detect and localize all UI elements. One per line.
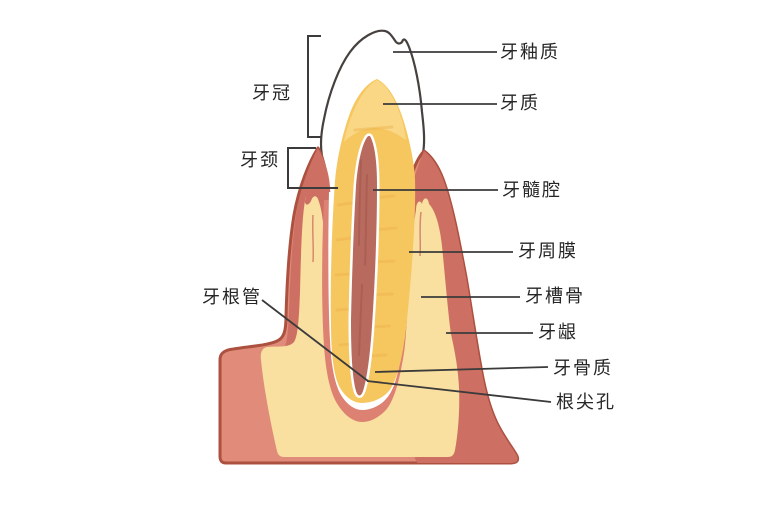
label-lines: [261, 51, 552, 403]
label-gingiva: 牙龈: [538, 322, 578, 343]
neck-box: [287, 147, 338, 189]
line-cementum: [374, 366, 549, 373]
line-apical-foramen: [366, 380, 552, 403]
label-periodontal-membrane: 牙周膜: [518, 241, 578, 262]
pulp-streaks: [358, 159, 368, 356]
label-apical-foramen: 根尖孔: [556, 392, 616, 413]
label-dentin: 牙质: [500, 93, 540, 114]
alveolar-bone-shape: [260, 196, 460, 457]
bone-crack-right: [419, 211, 422, 257]
label-cementum: 牙骨质: [553, 358, 613, 379]
label-neck: 牙颈: [240, 150, 280, 171]
bone-crack-left: [311, 214, 315, 263]
pulp-cavity-shape: [348, 133, 380, 398]
label-pulp-cavity: 牙髓腔: [502, 180, 562, 201]
crown-bracket: [307, 35, 321, 138]
label-enamel: 牙釉质: [500, 42, 560, 63]
dentin-highlight: [344, 80, 406, 142]
measure-brackets: [287, 35, 338, 189]
label-crown: 牙冠: [252, 83, 292, 104]
label-root-canal: 牙根管: [202, 287, 262, 308]
label-alveolar-bone: 牙槽骨: [525, 286, 585, 307]
line-root-canal: [261, 299, 369, 382]
